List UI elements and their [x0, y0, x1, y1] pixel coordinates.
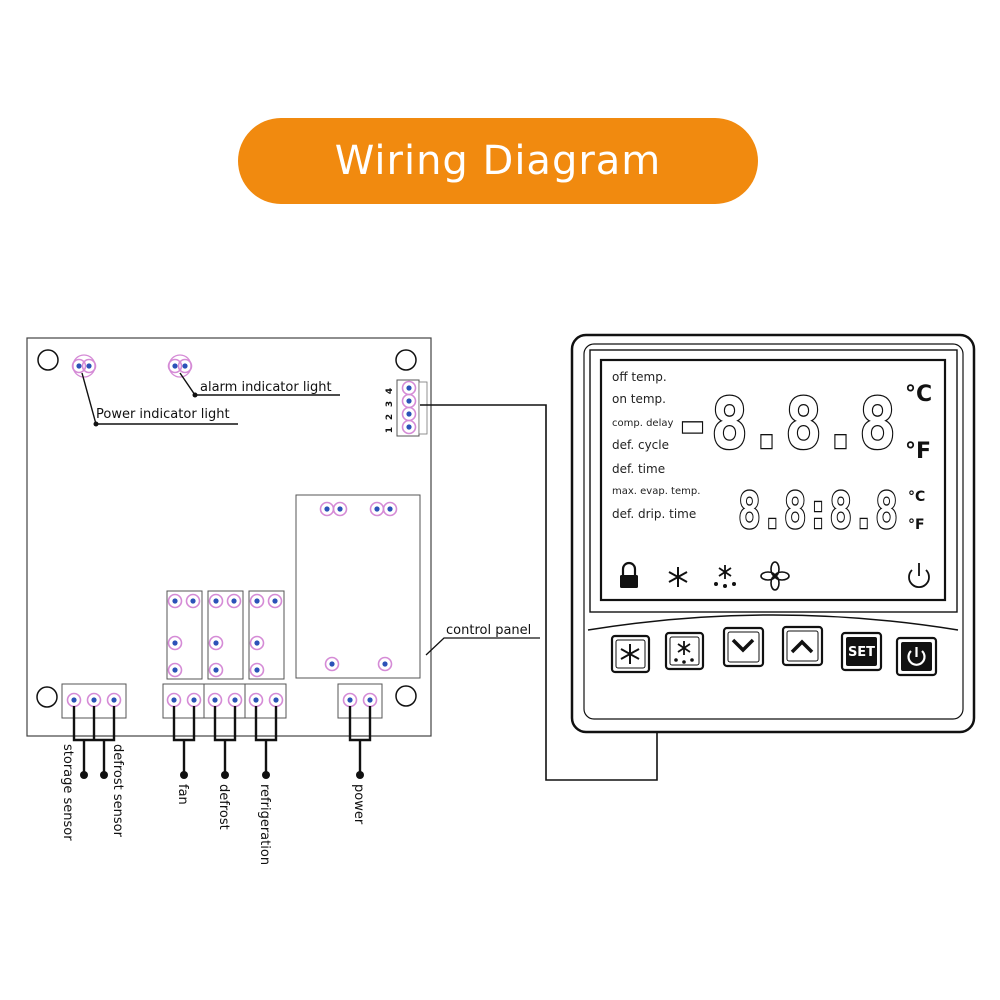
snowflake-button[interactable] [610, 634, 651, 674]
power-icon [907, 647, 926, 666]
page-title: Wiring Diagram [334, 138, 662, 184]
fan-label: fan [175, 784, 190, 805]
power-indicator-led [71, 354, 97, 378]
bottom-segment-display: 8.8:8.8 [738, 482, 898, 540]
lcd-param-on-temp: on temp. [612, 392, 666, 406]
terminal-nodes [80, 771, 364, 779]
snowflake-icon [668, 567, 688, 587]
control-panel-leader [425, 637, 540, 656]
terminal-wires [72, 706, 372, 773]
pin-label: 1 [385, 427, 395, 433]
relay-defrost [207, 590, 244, 680]
defrost-sensor-label: defrost sensor [110, 744, 125, 838]
defrost-label: defrost [216, 784, 231, 830]
display-cable [420, 404, 658, 781]
alarm-indicator-led [167, 354, 193, 378]
top-segment-display: -8.8.8 [674, 383, 896, 465]
pin-label: 2 [385, 414, 395, 420]
control-panel-label: control panel [446, 623, 531, 638]
defrost-icon [714, 565, 736, 588]
power-icon [908, 563, 930, 589]
fan-icon [760, 561, 790, 591]
lcd-param-def-time: def. time [612, 462, 665, 476]
relay-fan [166, 590, 203, 680]
set-button[interactable]: SET [840, 631, 883, 672]
up-arrow-icon [790, 639, 814, 654]
display-connector [396, 379, 428, 437]
celsius-unit: °C [905, 382, 932, 407]
set-button-label: SET [848, 645, 875, 660]
snowflake-icon [620, 644, 640, 664]
down-button[interactable] [722, 626, 765, 668]
fahrenheit-unit: °F [905, 439, 931, 464]
relay-terminal [162, 683, 287, 719]
power-button[interactable] [895, 636, 938, 677]
down-arrow-icon [731, 638, 755, 653]
up-button[interactable] [781, 625, 824, 667]
title-banner: Wiring Diagram [238, 118, 758, 204]
lock-icon [620, 561, 638, 588]
transformer-block [295, 494, 421, 679]
lcd-screen [599, 358, 947, 602]
power-label: power [351, 784, 366, 825]
refrigeration-label: refrigeration [257, 784, 272, 865]
pin-label: 3 [385, 401, 395, 407]
power-indicator-label: Power indicator light [96, 407, 230, 422]
power-terminal [337, 683, 383, 719]
fahrenheit-unit-small: °F [908, 517, 925, 533]
lcd-param-off-temp: off temp. [612, 370, 667, 384]
lcd-param-def-drip-time: def. drip. time [612, 507, 696, 521]
relay-refrigeration [248, 590, 285, 680]
alarm-indicator-label: alarm indicator light [200, 380, 332, 395]
defrost-icon [674, 641, 694, 664]
celsius-unit-small: °C [908, 489, 925, 505]
defrost-button[interactable] [664, 631, 705, 671]
pin-label: 4 [385, 388, 395, 394]
storage-sensor-label: storage sensor [60, 744, 75, 841]
lcd-param-comp-delay: comp. delay [612, 418, 673, 429]
lcd-param-max-evap-temp: max. evap. temp. [612, 486, 700, 497]
lcd-param-def-cycle: def. cycle [612, 438, 669, 452]
circuit-board: Power indicator light alarm indicator li… [26, 337, 432, 737]
